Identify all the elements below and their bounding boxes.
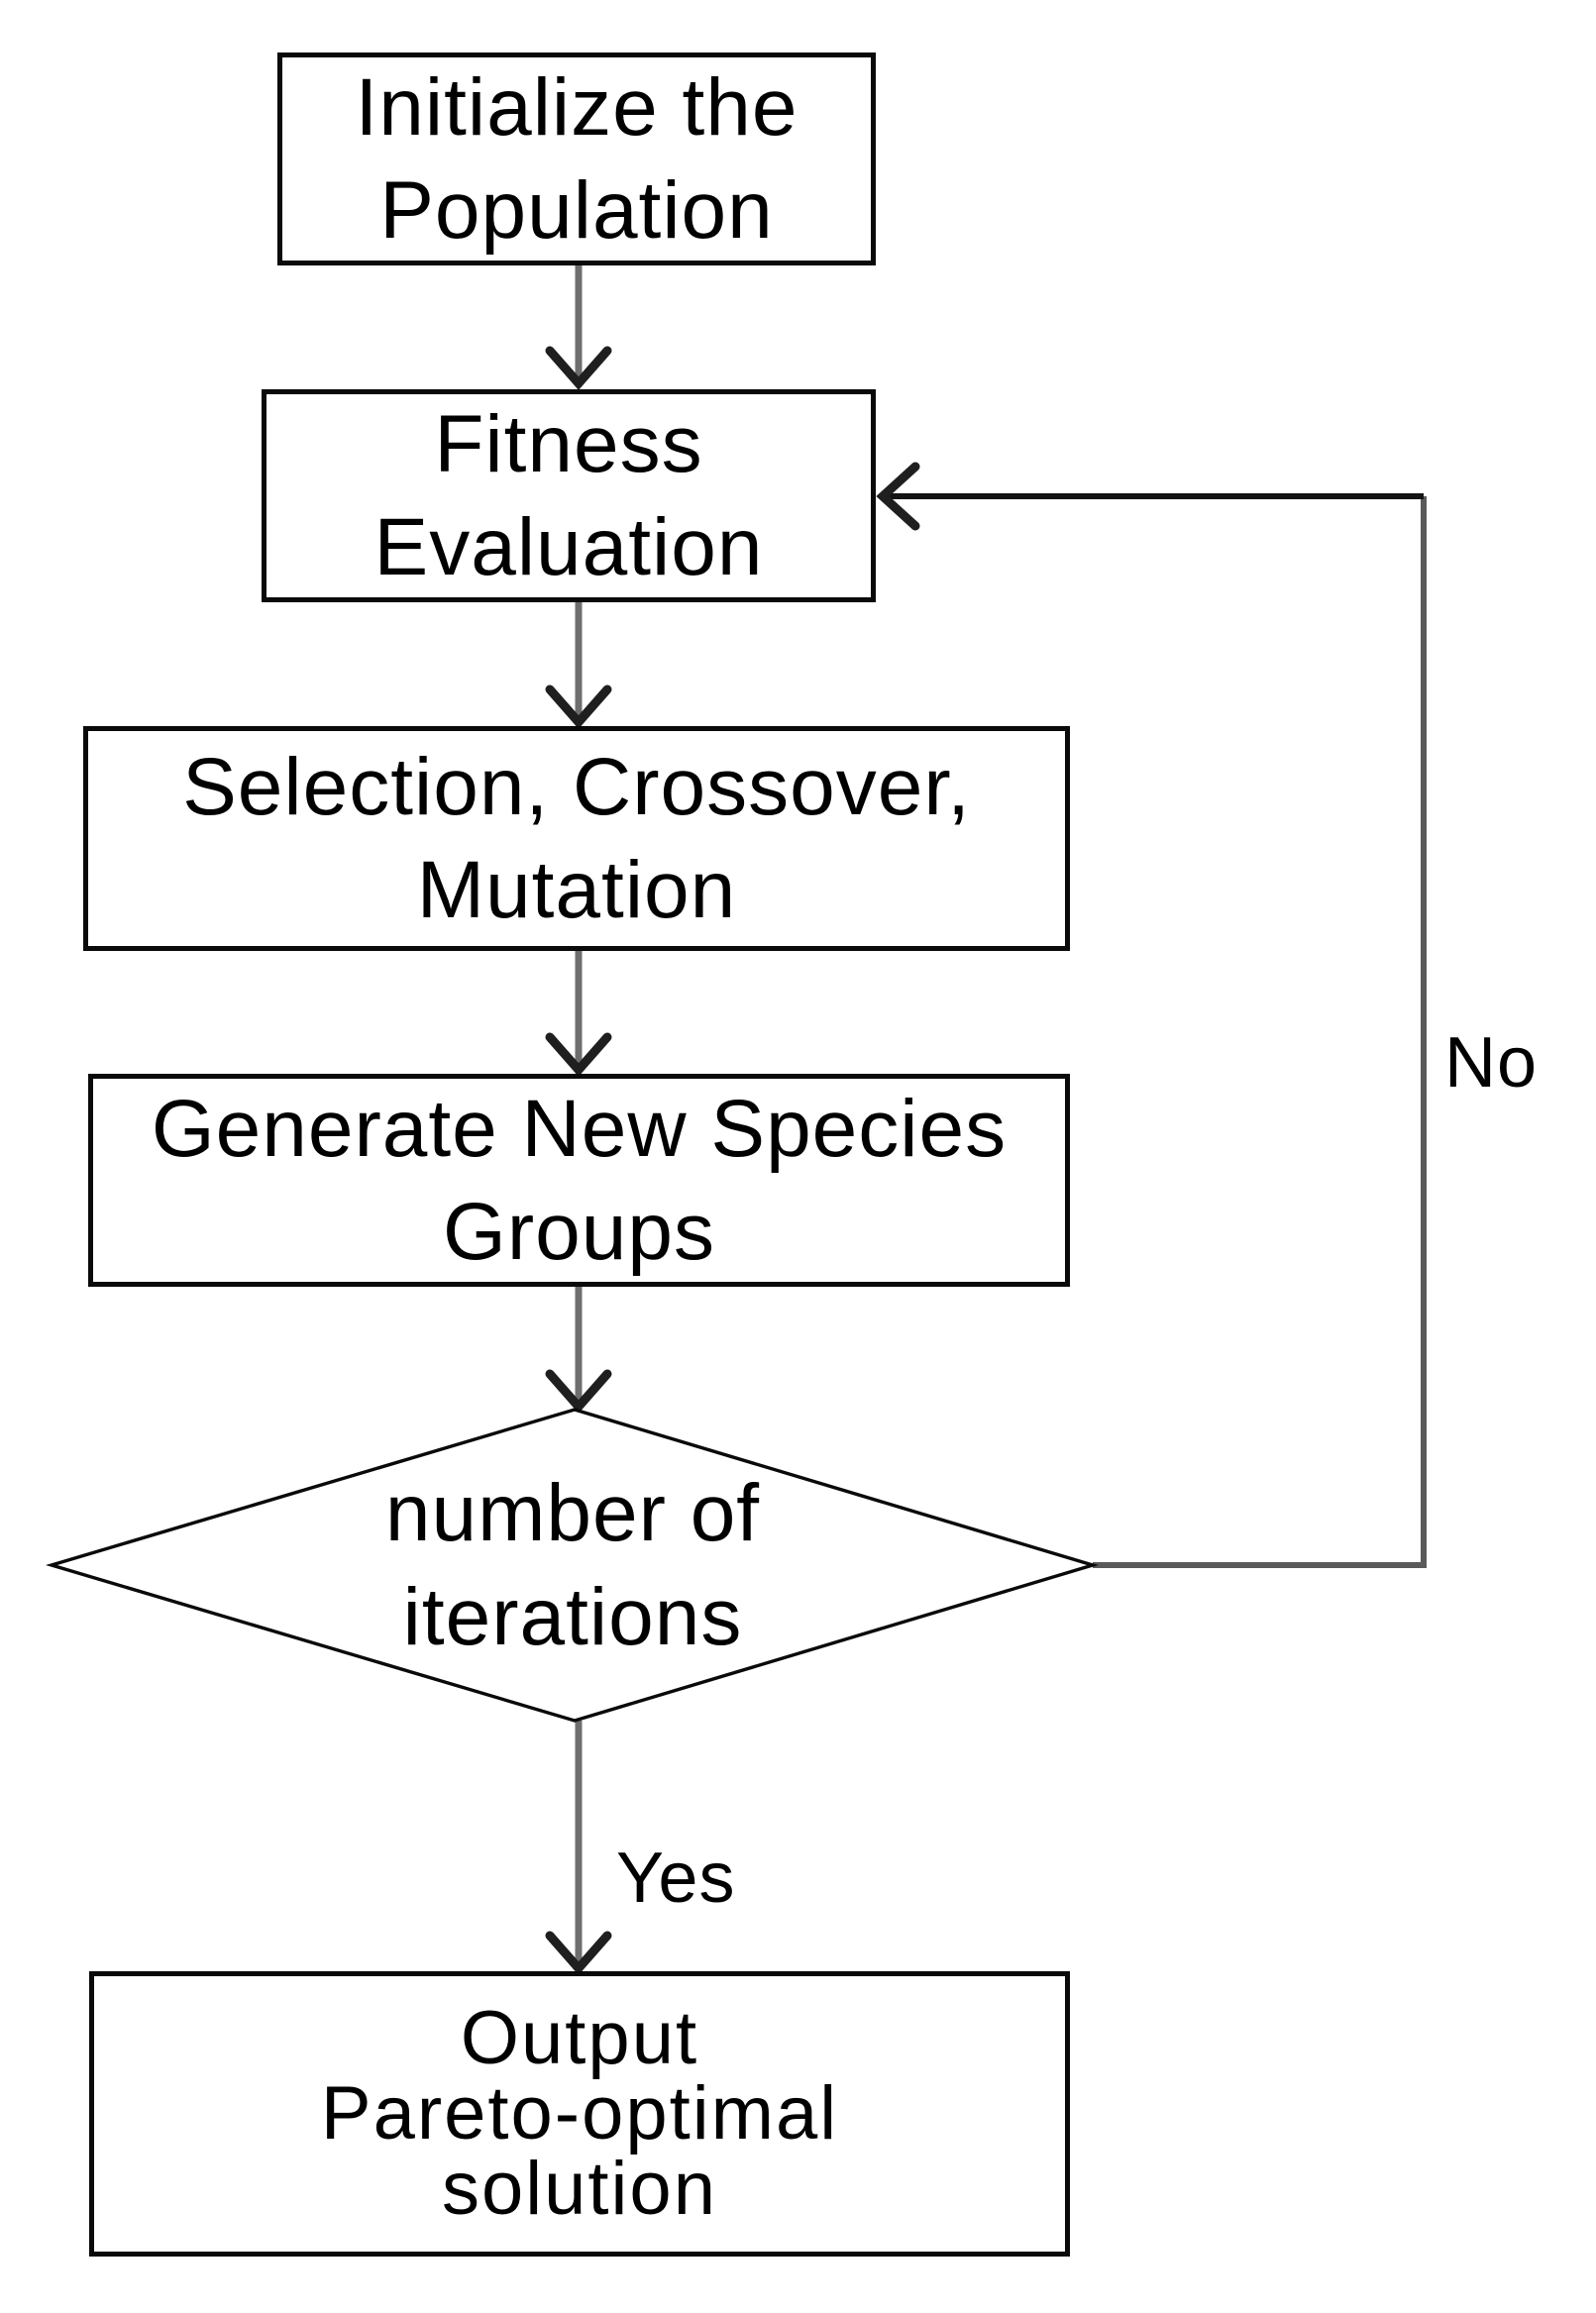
arrowhead-down-icon bbox=[545, 1369, 612, 1414]
text-line: Generate New Species bbox=[151, 1083, 1008, 1174]
edge-label-yes: Yes bbox=[616, 1839, 736, 1918]
arrow-decision-to-output-yes bbox=[545, 1721, 612, 1975]
text-line: Population bbox=[379, 164, 774, 256]
process-box-generate-new-species-groups: Generate New Species Groups bbox=[88, 1074, 1070, 1287]
text-line: solution bbox=[442, 2147, 717, 2231]
arrowhead-down-icon bbox=[545, 1931, 612, 1975]
text-line: Selection, Crossover, bbox=[182, 741, 971, 832]
arrow-selection-to-generate bbox=[545, 951, 612, 1077]
arrow-initialize-to-fitness bbox=[545, 265, 612, 390]
process-box-selection-crossover-mutation: Selection, Crossover, Mutation bbox=[83, 726, 1070, 951]
arrowhead-down-icon bbox=[545, 1032, 612, 1077]
process-box-fitness-evaluation: Fitness Evaluation bbox=[262, 389, 876, 602]
arrow-generate-to-decision bbox=[545, 1287, 612, 1414]
text-line: Mutation bbox=[416, 844, 737, 935]
edge-label-no: No bbox=[1444, 1023, 1539, 1103]
feedback-line bbox=[1093, 496, 1427, 1568]
process-box-output-pareto-optimal-solution: Output Pareto-optimal solution bbox=[89, 1971, 1070, 2257]
arrow-fitness-to-selection bbox=[545, 602, 612, 729]
text-line: number of bbox=[384, 1468, 761, 1558]
text-line: Pareto-optimal bbox=[320, 2071, 839, 2155]
decision-diamond-shape bbox=[46, 1408, 1099, 1723]
process-box-initialize-population: Initialize the Population bbox=[277, 53, 876, 265]
text-line: Output bbox=[460, 1996, 699, 2080]
arrowhead-left-icon bbox=[876, 462, 920, 531]
text-line: Evaluation bbox=[373, 501, 764, 592]
text-line: Groups bbox=[443, 1186, 715, 1277]
text-line: Fitness bbox=[434, 398, 703, 489]
arrowhead-down-icon bbox=[545, 346, 612, 390]
arrowhead-down-icon bbox=[545, 684, 612, 729]
decision-number-of-iterations: number of iterations bbox=[176, 1461, 969, 1669]
arrow-decision-to-fitness-no bbox=[876, 462, 1427, 1568]
text-line: Initialize the bbox=[355, 61, 798, 153]
text-line: iterations bbox=[402, 1572, 743, 1662]
